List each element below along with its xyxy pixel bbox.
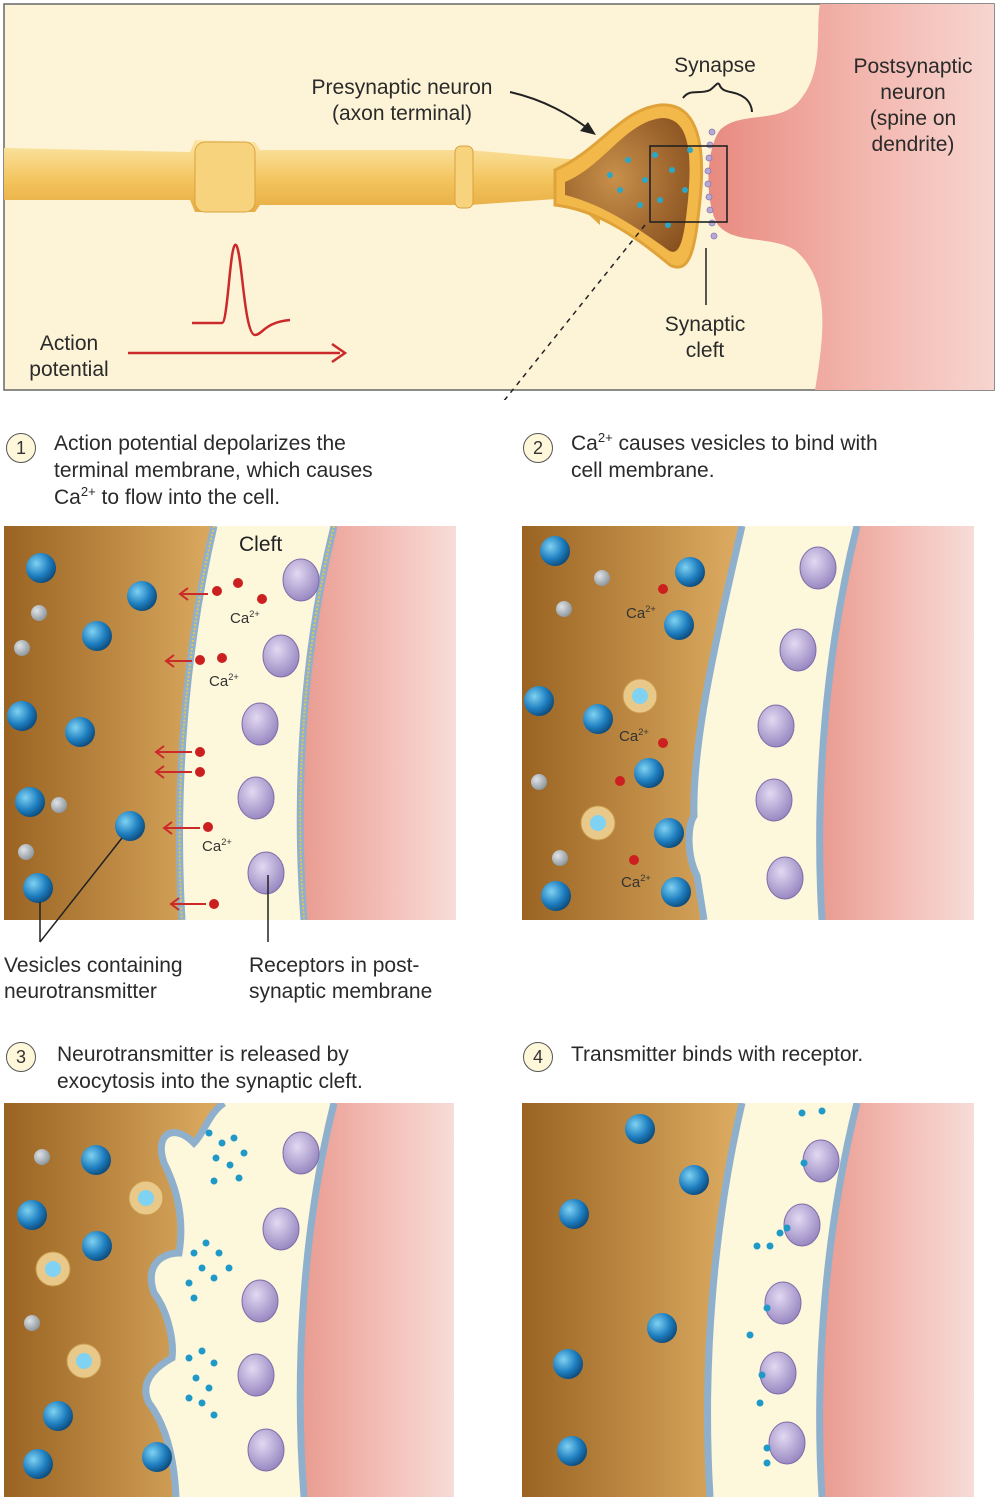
panel-3-diagram (4, 1103, 454, 1497)
receptor (262, 1207, 300, 1251)
receptor (799, 546, 837, 590)
receptor (282, 558, 320, 602)
postsynaptic-neuron (708, 4, 994, 390)
vesicle-empty (14, 640, 30, 656)
synaptic-cleft-label: Synaptic cleft (664, 313, 746, 362)
receptor (247, 851, 285, 895)
overview-diagram (3, 3, 995, 400)
presynaptic-label: Presynaptic neuron (axon terminal) (311, 76, 493, 125)
action-potential-label: Action potential (29, 332, 109, 381)
vesicle (127, 581, 157, 611)
step-2-number: 2 (523, 433, 553, 463)
vesicle (81, 1145, 111, 1175)
vesicle (664, 610, 694, 640)
panel-2-diagram (522, 526, 974, 920)
vesicle (17, 1200, 47, 1230)
vesicle (541, 881, 571, 911)
calcium-inflow-arrows (154, 587, 208, 911)
step-3-text: Neurotransmitter is released by exocytos… (57, 1043, 363, 1093)
receptors-label: Receptors in post- synaptic membrane (249, 954, 433, 1003)
step-3-number: 3 (6, 1042, 36, 1072)
receptor-bound (759, 1351, 797, 1395)
zoom-box (649, 145, 728, 223)
neurotransmitter-molecules (185, 1129, 248, 1419)
calcium-ions (195, 578, 267, 909)
vesicle (15, 787, 45, 817)
receptor-bound (768, 1421, 806, 1465)
calcium-label: Ca2+ (619, 727, 649, 745)
calcium-label: Ca2+ (626, 604, 656, 622)
synapse-label: Synapse (674, 54, 756, 77)
vesicle-group (7, 553, 157, 903)
postsynaptic-label: Postsynaptic neuron (spine on dendrite) (853, 55, 973, 156)
receptor (237, 776, 275, 820)
receptor (241, 1279, 279, 1323)
step-1-text: Action potential depolarizes the termina… (54, 432, 373, 509)
vesicle (142, 1442, 172, 1472)
receptor (262, 634, 300, 678)
vesicle (115, 811, 145, 841)
vesicle (559, 1199, 589, 1229)
vesicle-empty (51, 797, 67, 813)
calcium-label: Ca2+ (621, 873, 651, 891)
receptor (757, 704, 795, 748)
vesicle (647, 1313, 677, 1343)
vesicle-empty (18, 844, 34, 860)
action-potential-trace (192, 243, 291, 337)
panel-1-diagram (4, 526, 456, 920)
calcium-label: Ca2+ (202, 837, 232, 855)
vesicle (679, 1165, 709, 1195)
receptor-group (237, 558, 320, 895)
vesicle (540, 536, 570, 566)
vesicle (65, 717, 95, 747)
receptor (779, 628, 817, 672)
panel-4-diagram (522, 1103, 974, 1497)
vesicle (82, 621, 112, 651)
vesicle (583, 704, 613, 734)
receptor (237, 1353, 275, 1397)
vesicle (625, 1114, 655, 1144)
vesicle (634, 758, 664, 788)
vesicle (82, 1231, 112, 1261)
vesicle (661, 877, 691, 907)
receptor-bound (802, 1139, 840, 1183)
vesicle (26, 553, 56, 583)
step-1-number: 1 (6, 433, 36, 463)
vesicle (654, 818, 684, 848)
vesicle-empty (24, 1315, 40, 1331)
calcium-label: Ca2+ (209, 672, 239, 690)
vesicle (23, 873, 53, 903)
cleft-label: Cleft (239, 533, 283, 556)
axon (4, 140, 600, 225)
receptor-bound (783, 1203, 821, 1247)
vesicle-empty (556, 601, 572, 617)
receptor (755, 778, 793, 822)
vesicles-label: Vesicles containing neurotransmitter (4, 954, 183, 1003)
receptor-bound (764, 1281, 802, 1325)
synapse-brace (682, 82, 753, 113)
vesicle-empty (552, 850, 568, 866)
receptor (282, 1131, 320, 1175)
vesicle (557, 1436, 587, 1466)
vesicle-empty (531, 774, 547, 790)
calcium-label: Ca2+ (230, 609, 260, 627)
panel-1-pointers (39, 837, 269, 943)
vesicle-empty (31, 605, 47, 621)
step-4-text: Transmitter binds with receptor. (571, 1043, 864, 1066)
presynaptic-pointer (509, 91, 591, 131)
vesicle (524, 686, 554, 716)
vesicle (553, 1349, 583, 1379)
vesicle (23, 1449, 53, 1479)
receptor (241, 702, 279, 746)
receptor (766, 856, 804, 900)
vesicle-empty (34, 1149, 50, 1165)
vesicle (675, 557, 705, 587)
receptor (247, 1428, 285, 1472)
zoom-connector (503, 224, 646, 400)
step-4-number: 4 (523, 1042, 553, 1072)
vesicle (7, 701, 37, 731)
step-2-text: Ca2+ causes vesicles to bind with cell m… (571, 430, 878, 482)
vesicle (43, 1401, 73, 1431)
vesicle-empty (594, 570, 610, 586)
